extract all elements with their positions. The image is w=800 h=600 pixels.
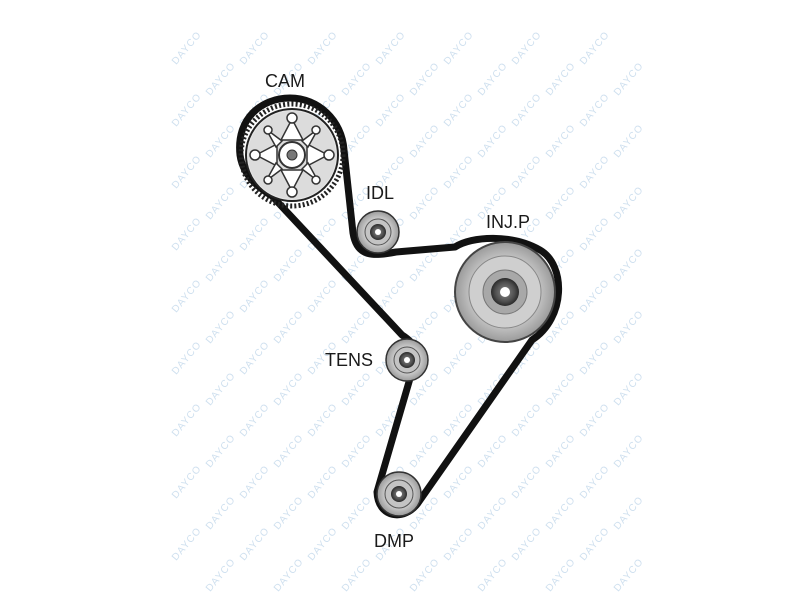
- label-cam: CAM: [265, 71, 305, 91]
- label-dmp: DMP: [374, 531, 414, 551]
- label-injp: INJ.P: [486, 212, 531, 232]
- damper-pulley: [376, 471, 422, 517]
- tensioner-pulley: [385, 338, 429, 382]
- label-idl: IDL: [366, 183, 395, 203]
- idler-pulley: [356, 210, 400, 254]
- injection-pump-pulley: [454, 241, 556, 343]
- label-tens: TENS: [325, 350, 374, 370]
- cam-pulley: [238, 101, 346, 209]
